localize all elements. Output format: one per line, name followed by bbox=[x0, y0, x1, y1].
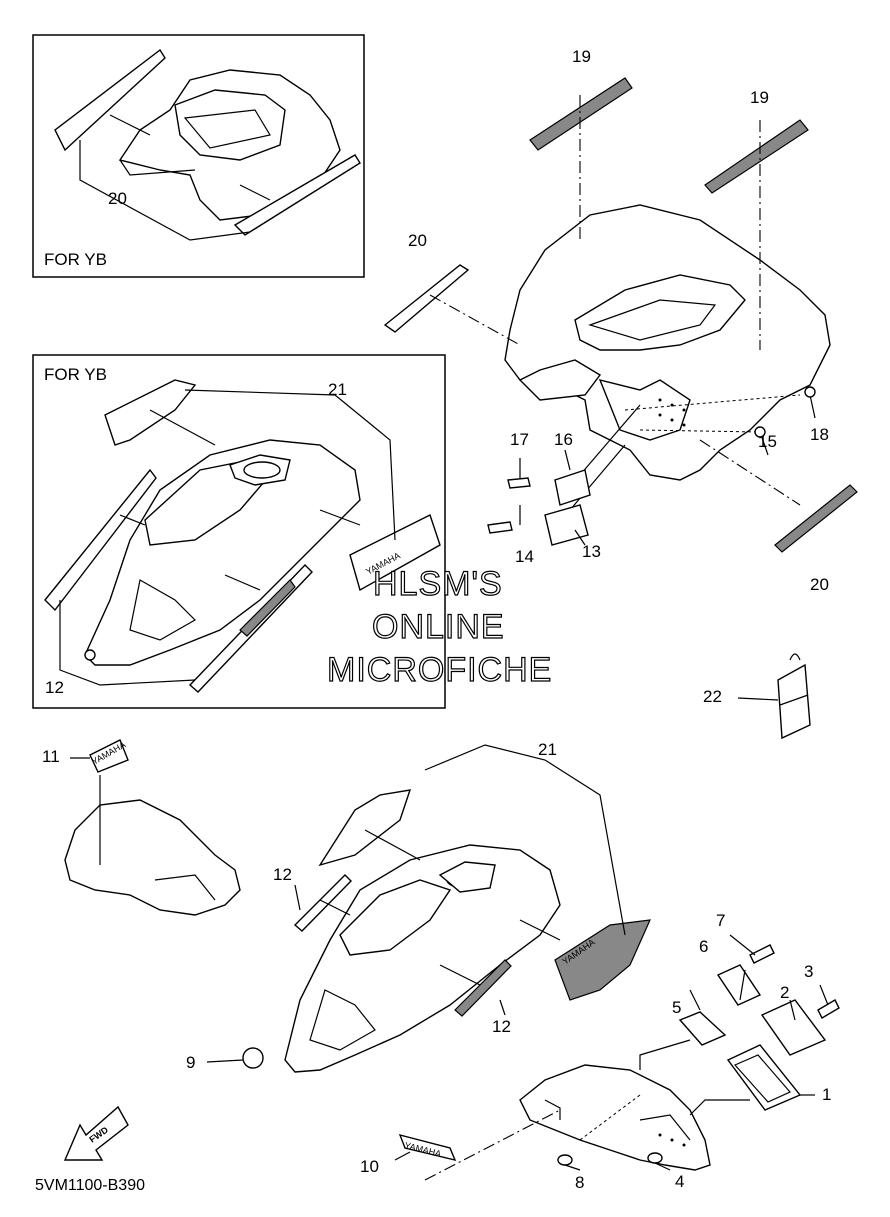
callout-20: 20 bbox=[810, 575, 829, 594]
callout-12: 12 bbox=[45, 678, 64, 697]
callout-1: 1 bbox=[822, 1085, 831, 1104]
callout-19: 19 bbox=[572, 47, 591, 66]
inset-box-rear-fender-yb: 20 FOR YB bbox=[32, 34, 365, 278]
part-22-tag: 22 bbox=[703, 653, 811, 740]
callout-10: 10 bbox=[360, 1157, 379, 1176]
callout-21: 21 bbox=[328, 380, 347, 399]
part-11-cover: YAMAHA 11 bbox=[42, 739, 241, 916]
callout-12: 12 bbox=[492, 1017, 511, 1036]
callout-3: 3 bbox=[804, 962, 813, 981]
callout-5: 5 bbox=[672, 998, 681, 1017]
callout-2: 2 bbox=[780, 983, 789, 1002]
callout-18: 18 bbox=[810, 425, 829, 444]
callout-19: 19 bbox=[750, 88, 769, 107]
callout-14: 14 bbox=[515, 547, 534, 566]
inset-box-front-fender-yb: YAMAHA 21 12 FOR YB bbox=[32, 354, 446, 709]
callout-15: 15 bbox=[758, 432, 777, 451]
callout-8: 8 bbox=[575, 1173, 584, 1192]
callout-12: 12 bbox=[273, 865, 292, 884]
inset-label: FOR YB bbox=[44, 365, 107, 384]
watermark: HLSM'S ONLINE MICROFICHE bbox=[326, 564, 552, 689]
small-fender-assembly: YAMAHA 1 2 3 4 5 6 7 8 10 bbox=[360, 911, 840, 1192]
callout-11: 11 bbox=[42, 747, 60, 766]
callout-22: 22 bbox=[703, 687, 722, 706]
fwd-arrow-icon: FWD bbox=[63, 1105, 129, 1161]
figure-code: 5VM1100-B390 bbox=[35, 1177, 145, 1194]
callout-20: 20 bbox=[408, 231, 427, 250]
callout-16: 16 bbox=[554, 430, 573, 449]
watermark-line: MICROFICHE bbox=[327, 651, 552, 689]
rear-fender-assembly: 19 19 20 20 18 15 17 16 14 13 bbox=[383, 47, 858, 594]
callout-6: 6 bbox=[699, 937, 708, 956]
watermark-line: HLSM'S bbox=[373, 565, 503, 603]
callout-20: 20 bbox=[108, 189, 127, 208]
watermark-line: ONLINE bbox=[372, 608, 505, 646]
callout-4: 4 bbox=[675, 1172, 684, 1191]
callout-21: 21 bbox=[538, 740, 557, 759]
callout-13: 13 bbox=[582, 542, 601, 561]
front-fender-assembly: YAMAHA 21 12 12 9 bbox=[186, 740, 651, 1073]
inset-label: FOR YB bbox=[44, 250, 107, 269]
callout-9: 9 bbox=[186, 1053, 195, 1072]
callout-17: 17 bbox=[510, 430, 529, 449]
callout-7: 7 bbox=[716, 911, 725, 930]
